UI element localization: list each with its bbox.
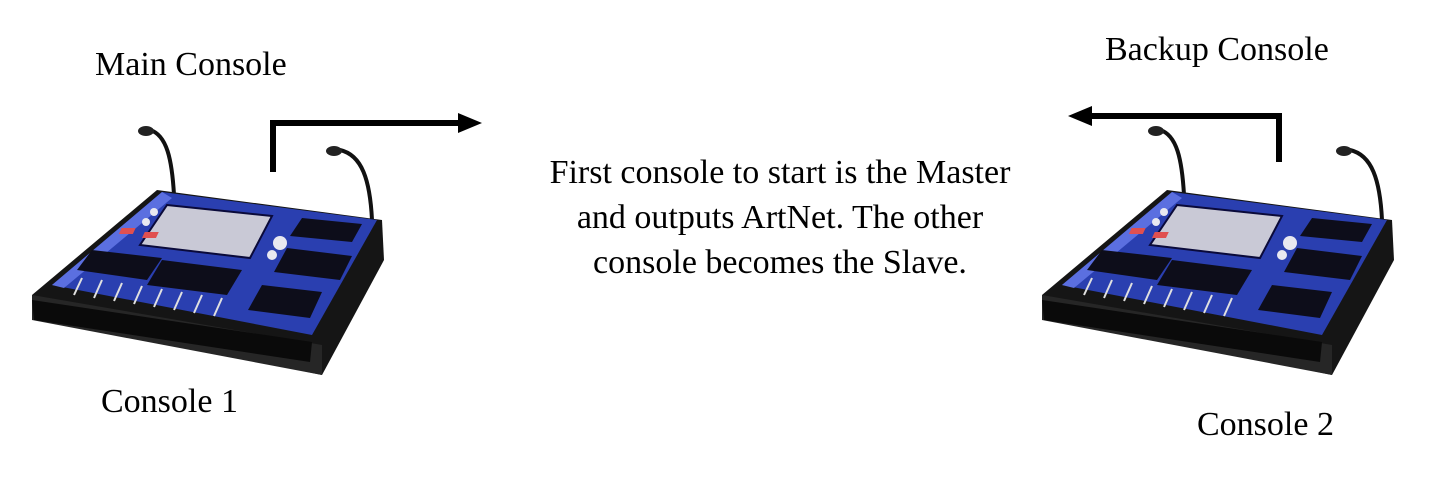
- main-console-label: Main Console: [95, 46, 287, 83]
- lighting-console-icon: [32, 126, 384, 375]
- console-1-label: Console 1: [101, 383, 238, 420]
- console-2-label: Console 2: [1197, 406, 1334, 443]
- arrow-left-icon: [1068, 106, 1282, 162]
- description-text: First console to start is the Master and…: [500, 150, 1060, 285]
- backup-console-label: Backup Console: [1105, 31, 1329, 68]
- description-line: console becomes the Slave.: [593, 244, 967, 281]
- description-line: and outputs ArtNet. The other: [576, 199, 984, 236]
- description-line: First console to start is the Master: [549, 154, 1011, 191]
- arrow-right-icon: [270, 113, 482, 172]
- lighting-console-icon: [1042, 126, 1394, 375]
